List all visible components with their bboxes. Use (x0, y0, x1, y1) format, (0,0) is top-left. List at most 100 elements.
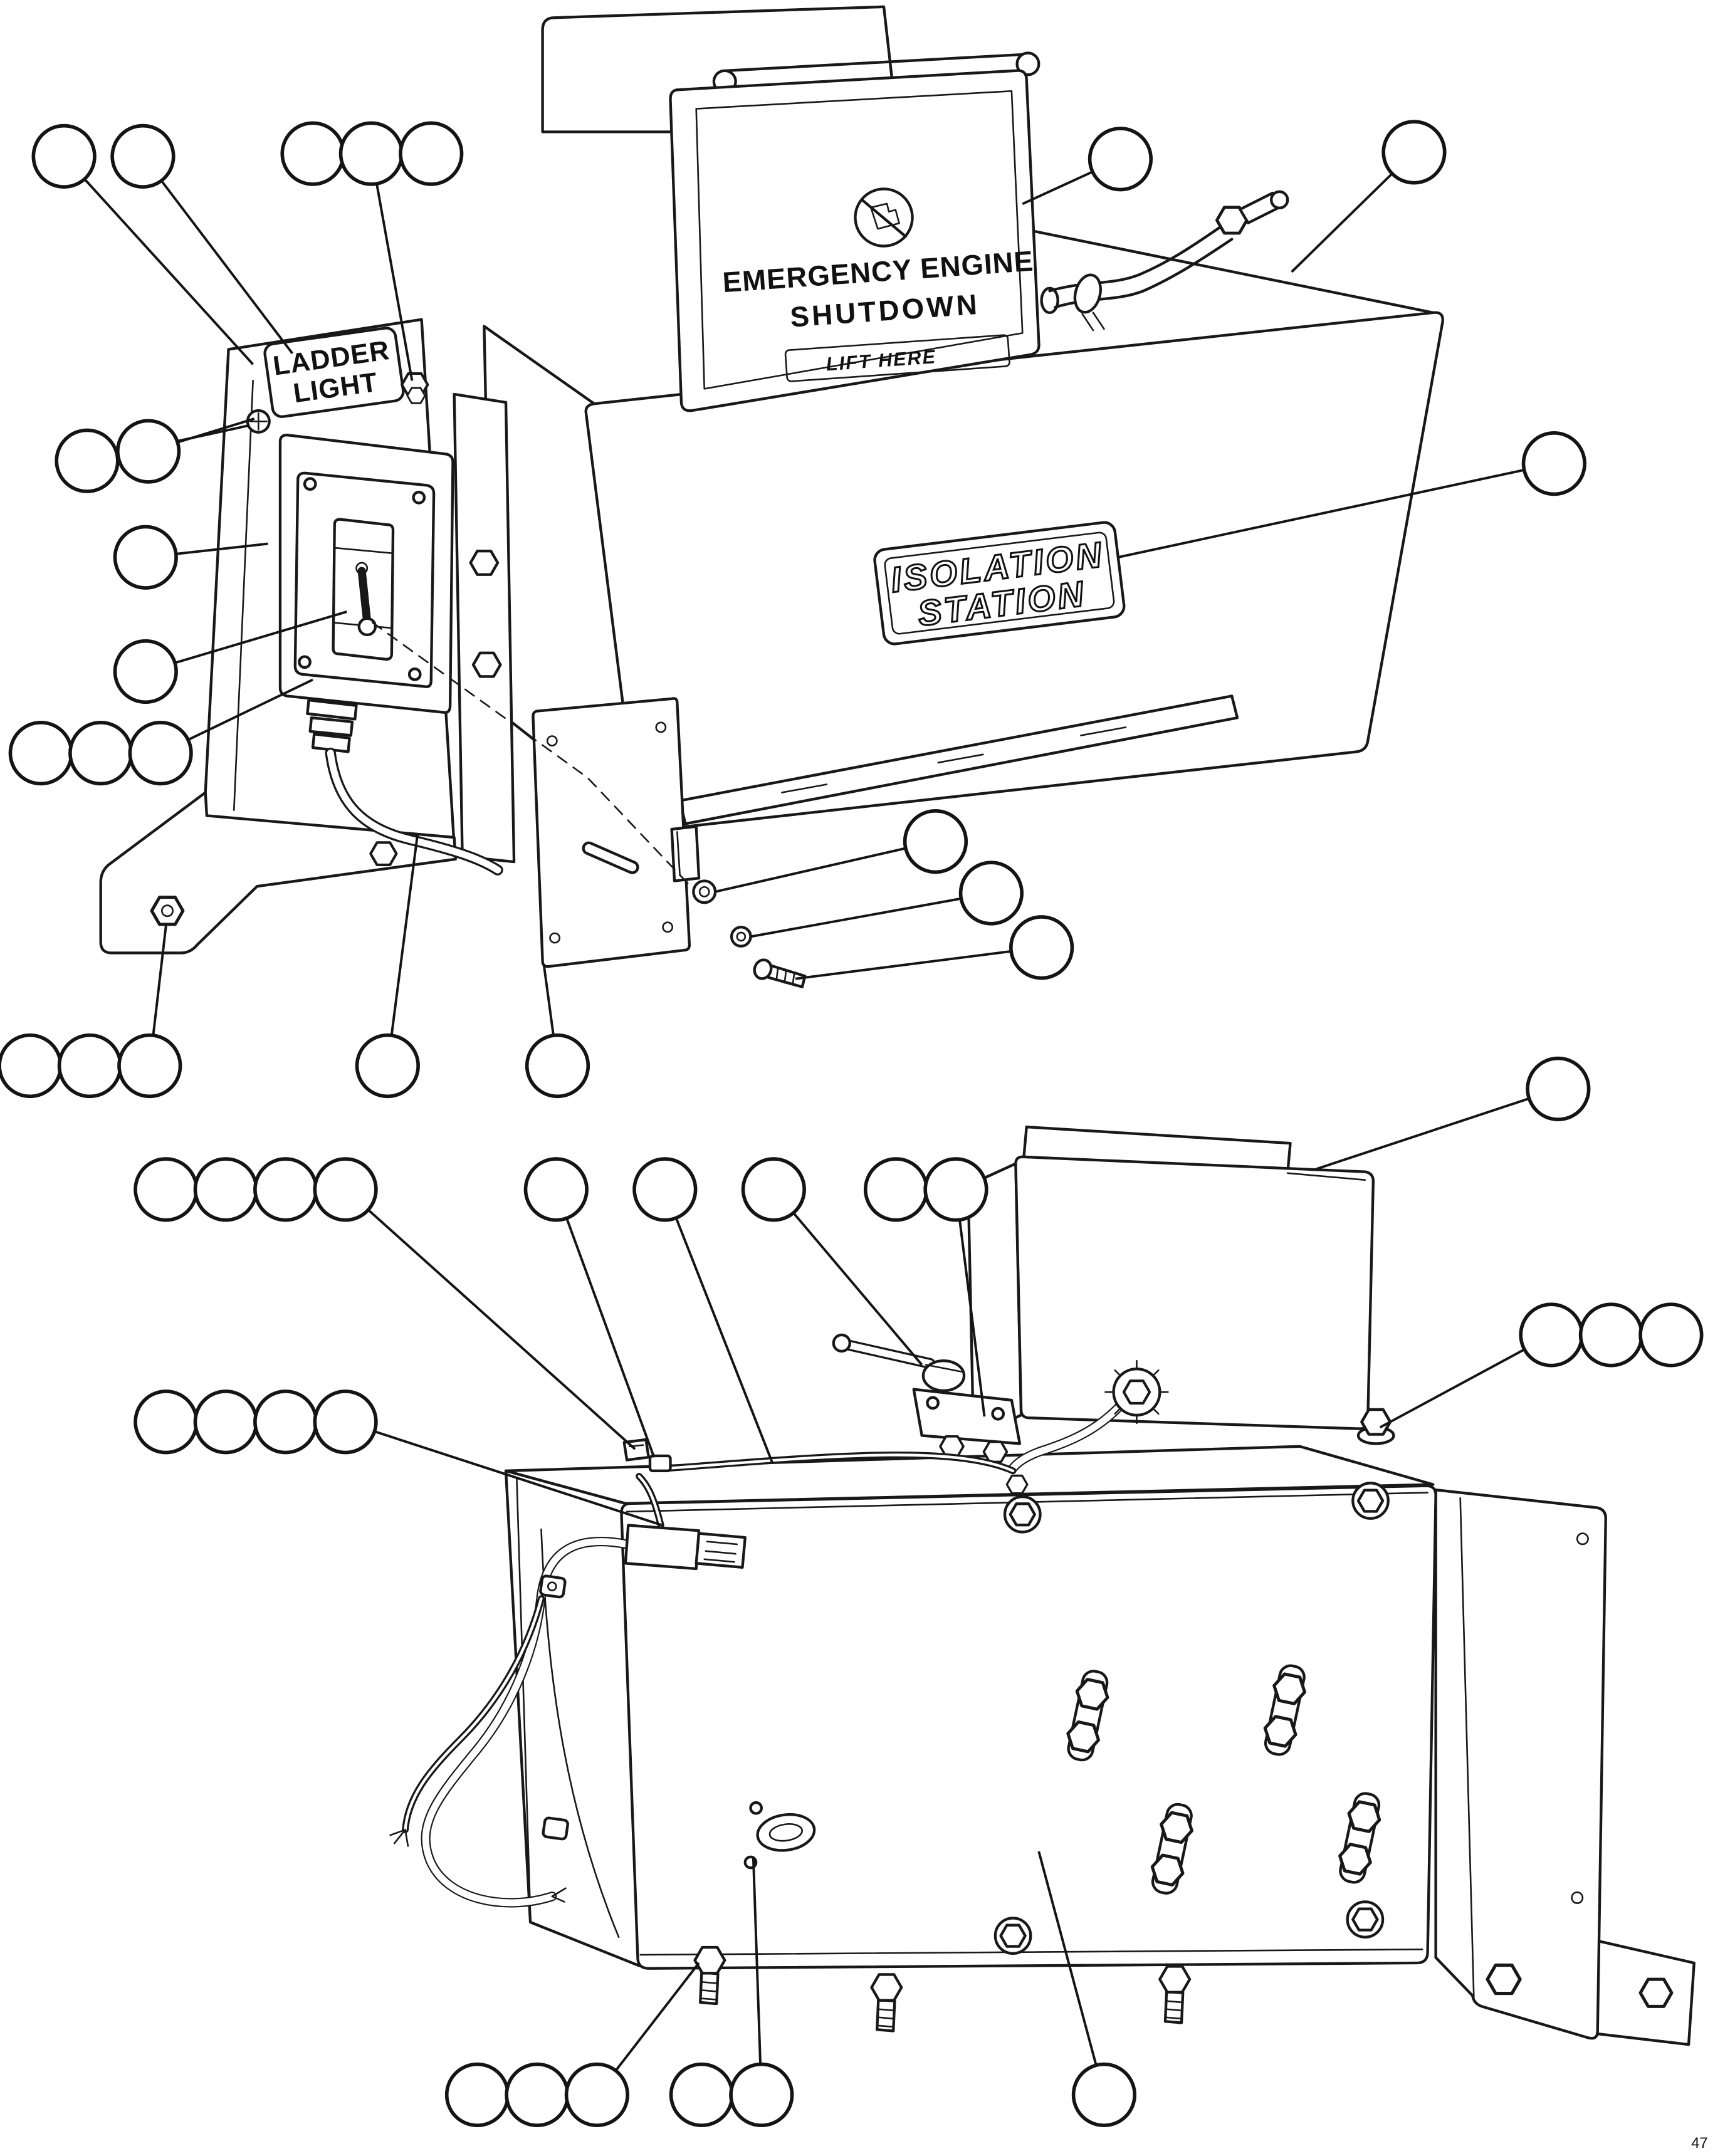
callout-balloon (444, 2062, 510, 2128)
bracket-rail (453, 392, 516, 864)
handle-end-right (1015, 51, 1040, 76)
callout-leader-line (176, 542, 268, 555)
callout-leader-line (367, 1208, 636, 1450)
hose-clamp (1073, 273, 1102, 314)
callout-balloon (193, 1157, 258, 1222)
callout-balloon (1009, 915, 1074, 980)
emergency-shutdown-cover: EMERGENCY ENGINE SHUTDOWN LIFT HERE (541, 5, 1040, 412)
strain-relief-fitting (1008, 1359, 1169, 1473)
box-corner-screw (298, 655, 312, 669)
panel-bolt (1005, 1497, 1040, 1532)
access-plate-assembly (372, 622, 807, 988)
top-edge-hardware (622, 1410, 1395, 1495)
callout-leader-line (187, 678, 313, 741)
foot-bolt (152, 897, 183, 924)
top-assembly: ISOLATION STATION EMERGENCY ENGINE SHUTD… (99, 5, 1444, 988)
callout-balloon (313, 1157, 378, 1222)
foot-bolt-2 (370, 842, 396, 865)
callout-balloon (525, 1033, 590, 1099)
callout-balloon (193, 1389, 258, 1455)
callout-leader-line (374, 1430, 663, 1527)
cover-panel (669, 69, 1040, 412)
junction-box-body (504, 1445, 1437, 1970)
small-stud (749, 1801, 763, 1815)
oval-cutout (756, 1813, 816, 1852)
callout-leader-line (160, 180, 294, 355)
cover-inner-border (695, 90, 1024, 390)
bracket-bolt (1487, 1965, 1520, 1993)
edge-clip-2 (648, 1454, 672, 1473)
callout-balloon (110, 123, 176, 189)
cover-box (967, 1125, 1375, 1438)
callout-leader-line (1037, 1851, 1098, 2066)
callout-balloon (958, 861, 1024, 926)
rail-bolt-upper (471, 551, 498, 575)
callout-balloon (313, 1389, 378, 1455)
callout-balloons (0, 120, 1704, 2128)
top-stud (1005, 1474, 1029, 1495)
hose-end-fitting (1040, 286, 1059, 315)
limit-switch (832, 1333, 1022, 1463)
bottom-bolt (1160, 1966, 1190, 2023)
toggle-tip (357, 617, 377, 637)
callout-balloon (115, 419, 181, 484)
cable-connector (624, 1524, 747, 1571)
callout-leader-line (1379, 1348, 1525, 1429)
box-corner-screw (412, 491, 426, 505)
box-corner-screw (407, 667, 422, 681)
callout-balloon (253, 1389, 318, 1455)
callout-balloon (0, 1033, 63, 1099)
switch-bracket (912, 1388, 1022, 1445)
callout-balloon (923, 1157, 988, 1222)
callout-balloon (128, 720, 193, 786)
callout-leader-line (83, 178, 254, 365)
top-right-bolt (1361, 1410, 1390, 1434)
plate-fold-line (233, 380, 254, 812)
callout-leader-line (792, 1211, 923, 1366)
bottom-assembly (389, 1125, 1696, 2046)
callout-leader-line (958, 1219, 986, 1417)
callout-balloon (632, 1157, 698, 1222)
callout-balloon (113, 639, 178, 704)
cable-harness (389, 1473, 747, 1908)
callout-leader-line (1117, 468, 1525, 559)
bottom-bolt (872, 1974, 902, 2031)
callout-balloon (134, 1389, 199, 1455)
bracket-nut (982, 1440, 1009, 1463)
callout-leader-line (750, 897, 962, 938)
callout-balloon (55, 428, 120, 493)
page-mark: 47 (1691, 2135, 1708, 2152)
callout-leader-line (375, 183, 414, 381)
callout-balloon (355, 1033, 420, 1099)
callout-balloon (669, 2062, 735, 2128)
cable-clamp (539, 1574, 567, 1599)
callout-balloon (564, 2062, 629, 2128)
lock-washer (730, 926, 752, 948)
callout-balloon (31, 123, 97, 189)
callout-leader-line (152, 925, 167, 1036)
callout-balloon (8, 720, 73, 786)
callout-balloon (1519, 1302, 1584, 1368)
callout-leader-line (542, 965, 555, 1036)
panel-bolt (995, 1918, 1030, 1953)
assembly-dashed-line (372, 622, 689, 885)
callout-balloon (903, 808, 968, 874)
frayed-end (389, 1829, 567, 1903)
phillips-screw (246, 409, 271, 434)
callout-balloon (134, 1157, 199, 1222)
callout-leader-line (1316, 1097, 1530, 1171)
callout-leader-line (715, 847, 906, 893)
callout-leader-line (1022, 170, 1093, 206)
callout-balloon (741, 1157, 806, 1222)
toggle-pivot (355, 562, 369, 575)
callout-leader-line (674, 1217, 773, 1463)
callout-leader-line (752, 1856, 762, 2064)
toggle-lever (357, 567, 372, 627)
callout-leader-line (390, 834, 419, 1036)
callout-balloon (729, 2062, 794, 2128)
bracket-bolt (1640, 1979, 1672, 2006)
hose-nozzle-tip (1270, 190, 1289, 210)
callout-balloon (280, 121, 345, 186)
callout-balloon (253, 1157, 318, 1222)
